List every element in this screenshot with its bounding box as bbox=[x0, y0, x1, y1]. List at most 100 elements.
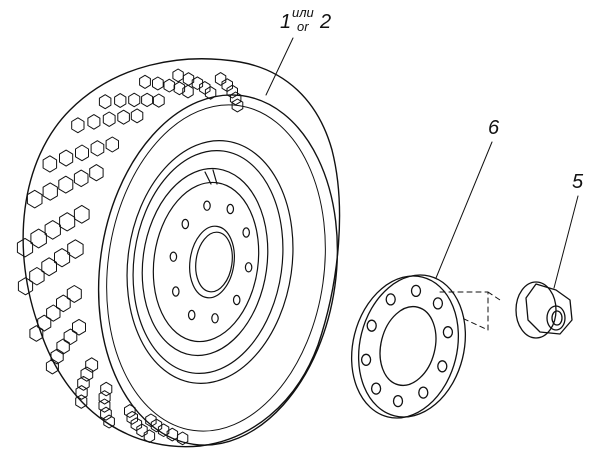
rim-bolt-hole bbox=[187, 309, 196, 321]
valve-stem-icon bbox=[204, 169, 218, 185]
rim-bolt-hole bbox=[232, 294, 241, 306]
rim-flange bbox=[126, 140, 294, 384]
tread-block bbox=[221, 78, 233, 92]
tread-block bbox=[75, 394, 88, 409]
tread-block bbox=[30, 228, 47, 249]
tread-block bbox=[42, 182, 58, 201]
rim-bolt-hole bbox=[203, 200, 211, 211]
tread-block bbox=[100, 381, 113, 397]
tread-block bbox=[141, 92, 154, 108]
clamp-ring bbox=[350, 274, 467, 419]
tread-block bbox=[100, 406, 112, 421]
tread-block bbox=[77, 375, 90, 391]
tread-block bbox=[117, 109, 130, 125]
nut-flange bbox=[515, 281, 557, 339]
tread-block bbox=[152, 93, 165, 108]
callout-nut-label: 5 bbox=[572, 171, 584, 193]
assembly-path-line bbox=[439, 291, 501, 331]
tread-block bbox=[16, 237, 34, 258]
callout-ring-label: 6 bbox=[488, 117, 500, 139]
leader-line-nut bbox=[553, 195, 579, 289]
tread-block bbox=[114, 93, 127, 108]
tread-block bbox=[150, 418, 163, 433]
rim-bolt-hole bbox=[226, 203, 235, 215]
tread-pattern bbox=[16, 68, 244, 446]
rim-disc bbox=[141, 167, 269, 357]
rim-bolt-hole bbox=[244, 262, 253, 273]
tread-block bbox=[17, 277, 34, 296]
tread-block bbox=[37, 314, 52, 332]
leader-line-ring bbox=[435, 141, 493, 279]
tread-block bbox=[41, 257, 57, 277]
tread-block bbox=[54, 248, 71, 268]
tread-block bbox=[59, 149, 74, 167]
wheel-nut bbox=[515, 281, 573, 339]
tread-block bbox=[72, 318, 86, 336]
tread-block bbox=[67, 239, 84, 259]
tread-block bbox=[191, 76, 204, 90]
callout-tire-word-top: или bbox=[292, 5, 314, 20]
tread-block bbox=[75, 385, 88, 400]
clamp-ring-inner bbox=[379, 305, 437, 387]
rim-bolt-hole bbox=[242, 227, 251, 238]
leader-line-tire bbox=[265, 37, 294, 96]
tread-block bbox=[163, 78, 176, 93]
tread-block bbox=[42, 155, 58, 173]
clamp-ring-hole bbox=[410, 284, 422, 298]
clamp-ring-hole bbox=[370, 382, 382, 395]
clamp-ring-hole bbox=[442, 326, 454, 339]
clamp-ring-back-edge bbox=[357, 274, 467, 418]
tire-outer-silhouette bbox=[22, 58, 341, 448]
clamp-ring-outer bbox=[350, 275, 460, 419]
tread-block bbox=[90, 140, 105, 157]
tread-block bbox=[102, 111, 116, 127]
callout-tire-word-bottom: or bbox=[297, 19, 309, 34]
tread-block bbox=[46, 304, 61, 322]
tread-block bbox=[182, 84, 194, 99]
tread-block bbox=[157, 423, 170, 437]
tread-block bbox=[59, 212, 76, 232]
tread-block bbox=[80, 366, 94, 382]
clamp-ring-hole bbox=[366, 319, 377, 332]
tread-block bbox=[204, 86, 217, 100]
tread-block bbox=[98, 390, 111, 405]
tread-block bbox=[71, 117, 85, 134]
rim-bolt-hole bbox=[172, 286, 180, 297]
tread-block bbox=[139, 74, 151, 89]
tread-block bbox=[56, 338, 70, 355]
tread-block bbox=[152, 76, 164, 91]
tread-block bbox=[63, 328, 78, 345]
tread-block bbox=[50, 348, 64, 365]
tread-block bbox=[44, 220, 61, 240]
tread-block bbox=[124, 404, 136, 418]
tread-block bbox=[85, 357, 99, 373]
tread-block bbox=[26, 189, 43, 209]
tread-block bbox=[136, 423, 148, 438]
tread-block bbox=[172, 68, 184, 83]
rim-bolt-hole bbox=[181, 218, 190, 230]
tread-block bbox=[73, 204, 90, 224]
clamp-ring-holes bbox=[360, 284, 454, 408]
nut-thread-bore-inner bbox=[551, 310, 563, 326]
tread-block bbox=[73, 169, 89, 188]
tread-block bbox=[58, 175, 74, 194]
tread-block bbox=[75, 144, 89, 162]
tread-block bbox=[87, 114, 101, 130]
tread-block bbox=[128, 92, 141, 108]
tread-block bbox=[214, 72, 227, 86]
tread-block bbox=[45, 358, 59, 375]
tread-block bbox=[56, 294, 71, 313]
clamp-ring-hole bbox=[385, 293, 396, 306]
tread-block bbox=[66, 285, 82, 303]
tire-sidewall-outer bbox=[97, 94, 339, 446]
tire-sidewall-inner bbox=[106, 104, 326, 432]
tread-block bbox=[29, 267, 45, 286]
tread-block bbox=[143, 429, 156, 443]
tread-block bbox=[182, 72, 195, 86]
tire-assembly bbox=[16, 58, 341, 448]
tread-block bbox=[199, 81, 211, 95]
tread-block bbox=[98, 94, 112, 110]
clamp-ring-hole bbox=[418, 386, 429, 399]
